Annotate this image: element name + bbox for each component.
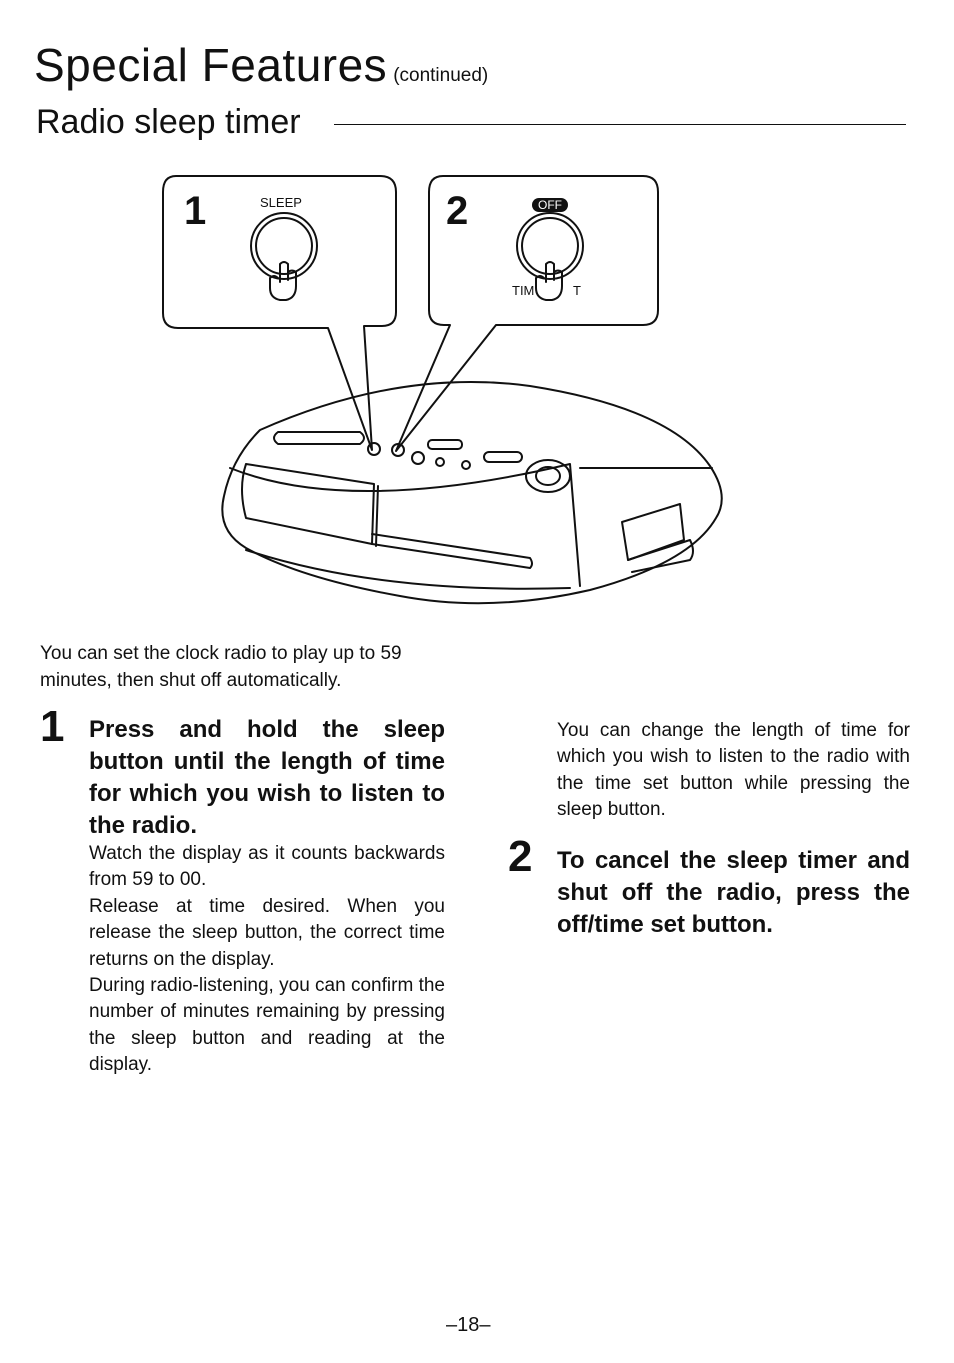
step-1-body-line-2: Release at time desired. When you releas… [89, 895, 445, 970]
callout-1-bubble [162, 175, 397, 451]
step-1-body: Watch the display as it counts backwards… [89, 841, 445, 1079]
time-set-label-right: T [573, 283, 581, 298]
radio-off-button [391, 443, 405, 457]
step-2-heading: To cancel the sleep timer and shut off t… [557, 847, 910, 938]
finger-press-icon-2 [535, 261, 563, 301]
step-2-number: 2 [508, 832, 533, 881]
subtitle-rule [334, 124, 906, 125]
page-title: Special Features(continued) [34, 38, 488, 92]
intro-paragraph: You can set the clock radio to play up t… [40, 643, 402, 691]
title-main: Special Features [34, 39, 388, 91]
finger-press-icon [269, 261, 297, 301]
svg-text:OFF: OFF [538, 198, 562, 212]
sleep-note: You can change the length of time for wh… [557, 720, 910, 821]
off-time-set-button-icon [516, 212, 584, 280]
clock-radio-illustration: 1 SLEEP 2 OFF TIM T [162, 175, 723, 605]
callout-2-number: 2 [446, 189, 468, 233]
display-window [241, 463, 375, 545]
sleep-label: SLEEP [260, 195, 302, 210]
radio-top-shell [221, 380, 723, 605]
tuning-dial-icon [525, 459, 571, 493]
radio-front-face [229, 463, 581, 587]
time-set-label-left: TIM [512, 283, 534, 298]
title-continued: (continued) [393, 65, 489, 86]
sleep-button-icon [250, 212, 318, 280]
step-1-body-line-3: During radio-listening, you can confirm … [89, 975, 445, 1076]
section-subtitle: Radio sleep timer [36, 103, 301, 141]
callout-2-bubble [395, 175, 659, 452]
step-1-number: 1 [40, 702, 65, 751]
off-badge [532, 198, 568, 212]
step-1-heading: Press and hold the sleep button until th… [89, 716, 445, 839]
step-1-body-line-1: Watch the display as it counts backwards… [89, 843, 445, 891]
page-number: –18– [446, 1314, 491, 1336]
callout-1-number: 1 [184, 189, 206, 233]
radio-sleep-button [367, 442, 381, 456]
